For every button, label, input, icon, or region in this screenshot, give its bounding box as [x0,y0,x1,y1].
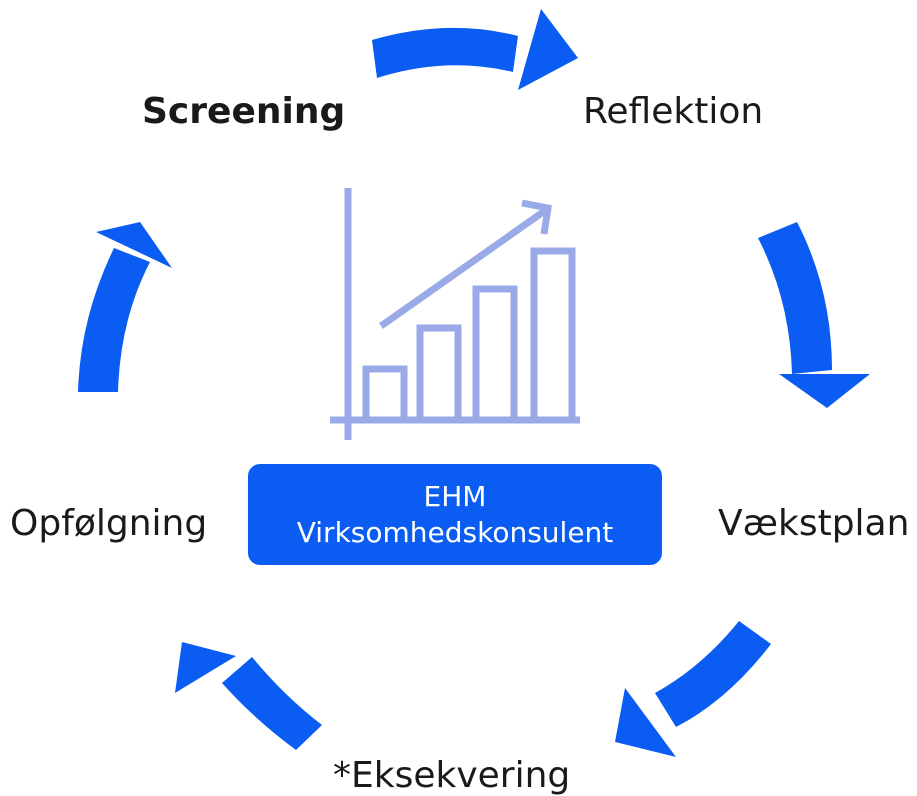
arrow-eksekvering-to-opfolgning [175,642,322,750]
stage-label-reflektion: Reflektion [583,91,764,132]
arrow-reflektion-to-vaekstplan [758,222,870,408]
center-role-box: EHM Virksomhedskonsulent [248,464,662,565]
center-line-2: Virksomhedskonsulent [296,515,614,549]
stage-label-screening: Screening [142,91,346,132]
arrow-screening-to-reflektion [372,9,578,90]
stage-label-vaekstplan: Vækstplan [718,503,910,544]
arrow-opfolgning-to-screening [78,222,172,392]
stage-label-eksekvering: *Eksekvering [333,755,571,796]
center-line-1: EHM [423,479,487,513]
stage-label-opfolgning: Opfølgning [10,503,208,544]
arrow-vaekstplan-to-eksekvering [615,621,771,757]
